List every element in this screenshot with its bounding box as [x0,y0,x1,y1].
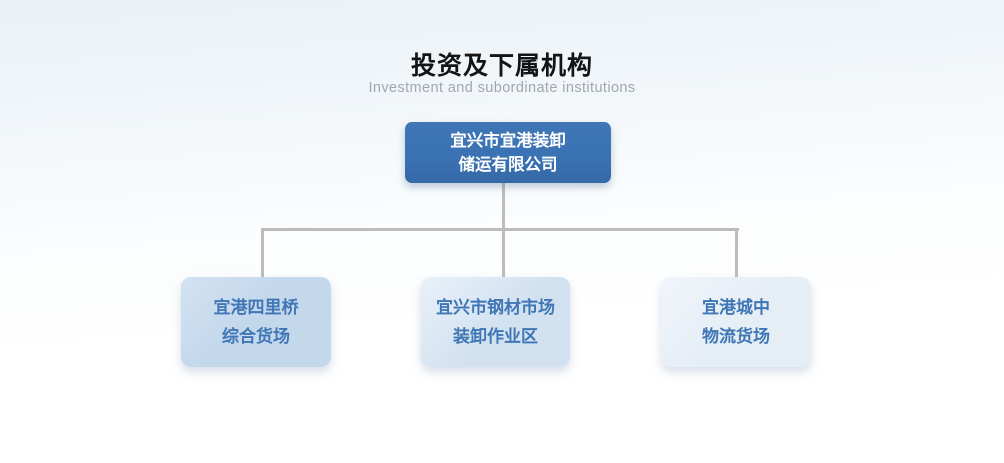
org-node-child-3: 宜港城中 物流货场 [661,277,811,367]
org-node-label-line: 宜港四里桥 [213,298,299,317]
page-title: 投资及下属机构 [410,52,593,80]
connector-drop-left [261,228,264,278]
connector-drop-right [735,228,738,278]
org-node-root: 宜兴市宜港装卸 储运有限公司 [405,122,611,183]
org-node-label-line: 宜兴市钢材市场 [436,298,555,317]
org-node-label-line: 装卸作业区 [453,327,538,346]
org-node-label-line: 物流货场 [702,327,770,346]
org-node-label-line: 宜兴市宜港装卸 [450,131,566,150]
org-node-label-line: 宜港城中 [702,298,770,317]
page-subtitle: Investment and subordinate institutions [368,80,636,96]
connector-drop-center [502,228,505,278]
connector-horizontal [261,228,739,231]
org-node-label-line: 储运有限公司 [458,155,558,174]
org-node-child-2: 宜兴市钢材市场 装卸作业区 [421,277,570,367]
org-node-label-line: 综合货场 [222,327,290,346]
org-node-child-1: 宜港四里桥 综合货场 [181,277,331,367]
connector-root-stem [502,182,505,230]
